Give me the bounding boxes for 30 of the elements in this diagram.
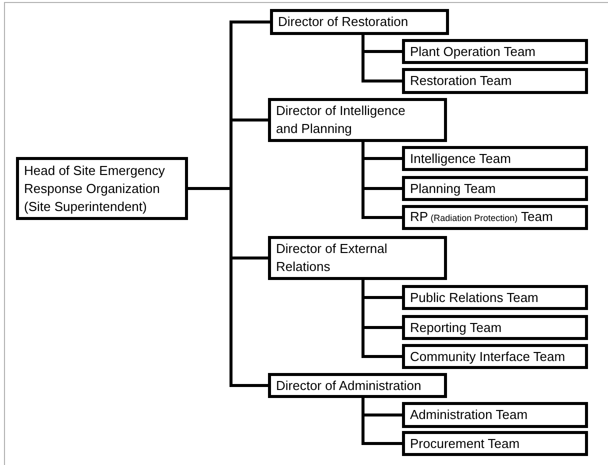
box-label: Head of Site Emergency Response Organization (Site Superintendent) <box>24 162 166 216</box>
box-label: Reporting Team <box>410 318 502 336</box>
box-label: Community Interface Team <box>410 348 566 366</box>
org-box <box>402 205 588 230</box>
org-box <box>268 373 447 398</box>
org-box <box>402 68 588 94</box>
org-box <box>268 236 447 280</box>
org-box <box>16 157 188 220</box>
org-box <box>402 285 588 310</box>
box-label: Director of Restoration <box>278 13 408 31</box>
org-box <box>268 98 447 142</box>
box-label: Director of External Relations <box>276 240 388 276</box>
box-label: Procurement Team <box>410 434 520 452</box>
box-label: Public Relations Team <box>410 288 538 306</box>
box-label: Director of Administration <box>276 376 422 394</box>
org-box <box>402 402 588 428</box>
box-label: Plant Operation Team <box>410 42 536 60</box>
box-label: RP (Radiation Protection) Team <box>410 208 553 226</box>
org-box <box>402 344 588 369</box>
org-box <box>402 176 588 201</box>
box-label: Administration Team <box>410 406 528 424</box>
box-label: Director of Intelligence and Planning <box>276 102 406 138</box>
org-box <box>402 431 588 456</box>
box-label: Restoration Team <box>410 72 512 90</box>
org-box <box>402 39 588 64</box>
org-box <box>270 9 449 35</box>
box-label: Intelligence Team <box>410 150 511 168</box>
box-label: Planning Team <box>410 180 496 198</box>
org-box <box>402 315 588 340</box>
org-box <box>402 146 588 171</box>
